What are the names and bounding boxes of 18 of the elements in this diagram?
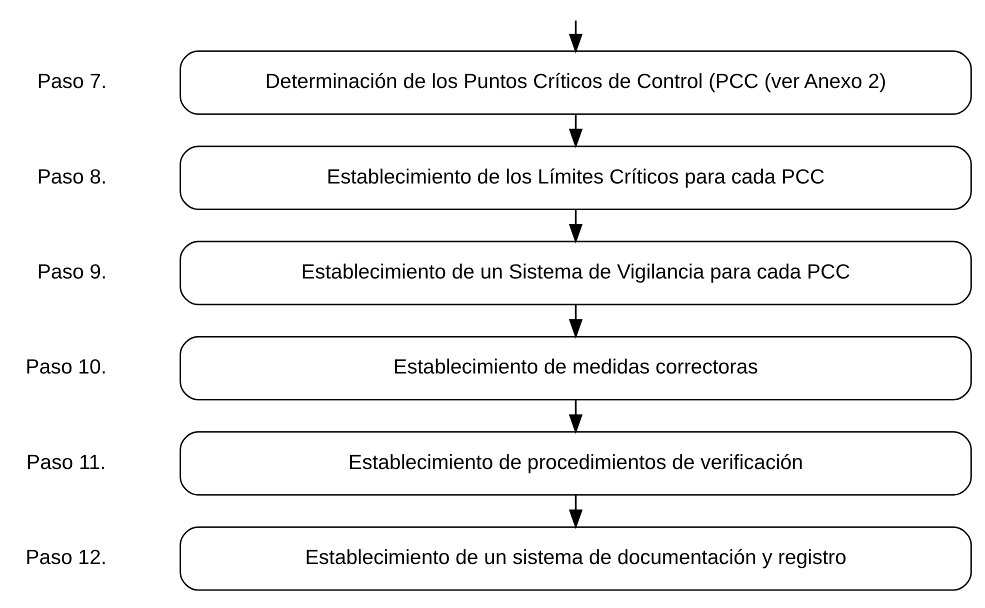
node-box: Establecimiento de un sistema de documentación y registro (179, 526, 972, 590)
node-label: Paso 7. (36, 70, 106, 93)
node-box: Establecimiento de medidas correctoras (179, 335, 972, 400)
node-box: Establecimiento de los Límites Críticos para cada PCC (179, 145, 972, 210)
arrow (568, 20, 582, 53)
node-label: Paso 10. (25, 355, 106, 378)
node-label: Paso 8. (36, 164, 106, 188)
node-box: Establecimiento de procedimientos de verificación (179, 430, 972, 496)
node-label: Paso 12. (25, 546, 106, 568)
arrow (568, 209, 582, 244)
arrow (568, 494, 582, 529)
arrow (568, 114, 582, 148)
node-label: Paso 9. (36, 260, 106, 283)
node-label: Paso 11. (26, 450, 106, 474)
arrow (568, 399, 582, 434)
arrow (568, 304, 582, 338)
node-box: Establecimiento de un Sistema de Vigilancia para cada PCC (179, 240, 972, 305)
node-box: Determinación de los Puntos Críticos de Control (PCC (ver Anexo 2) (179, 50, 972, 114)
